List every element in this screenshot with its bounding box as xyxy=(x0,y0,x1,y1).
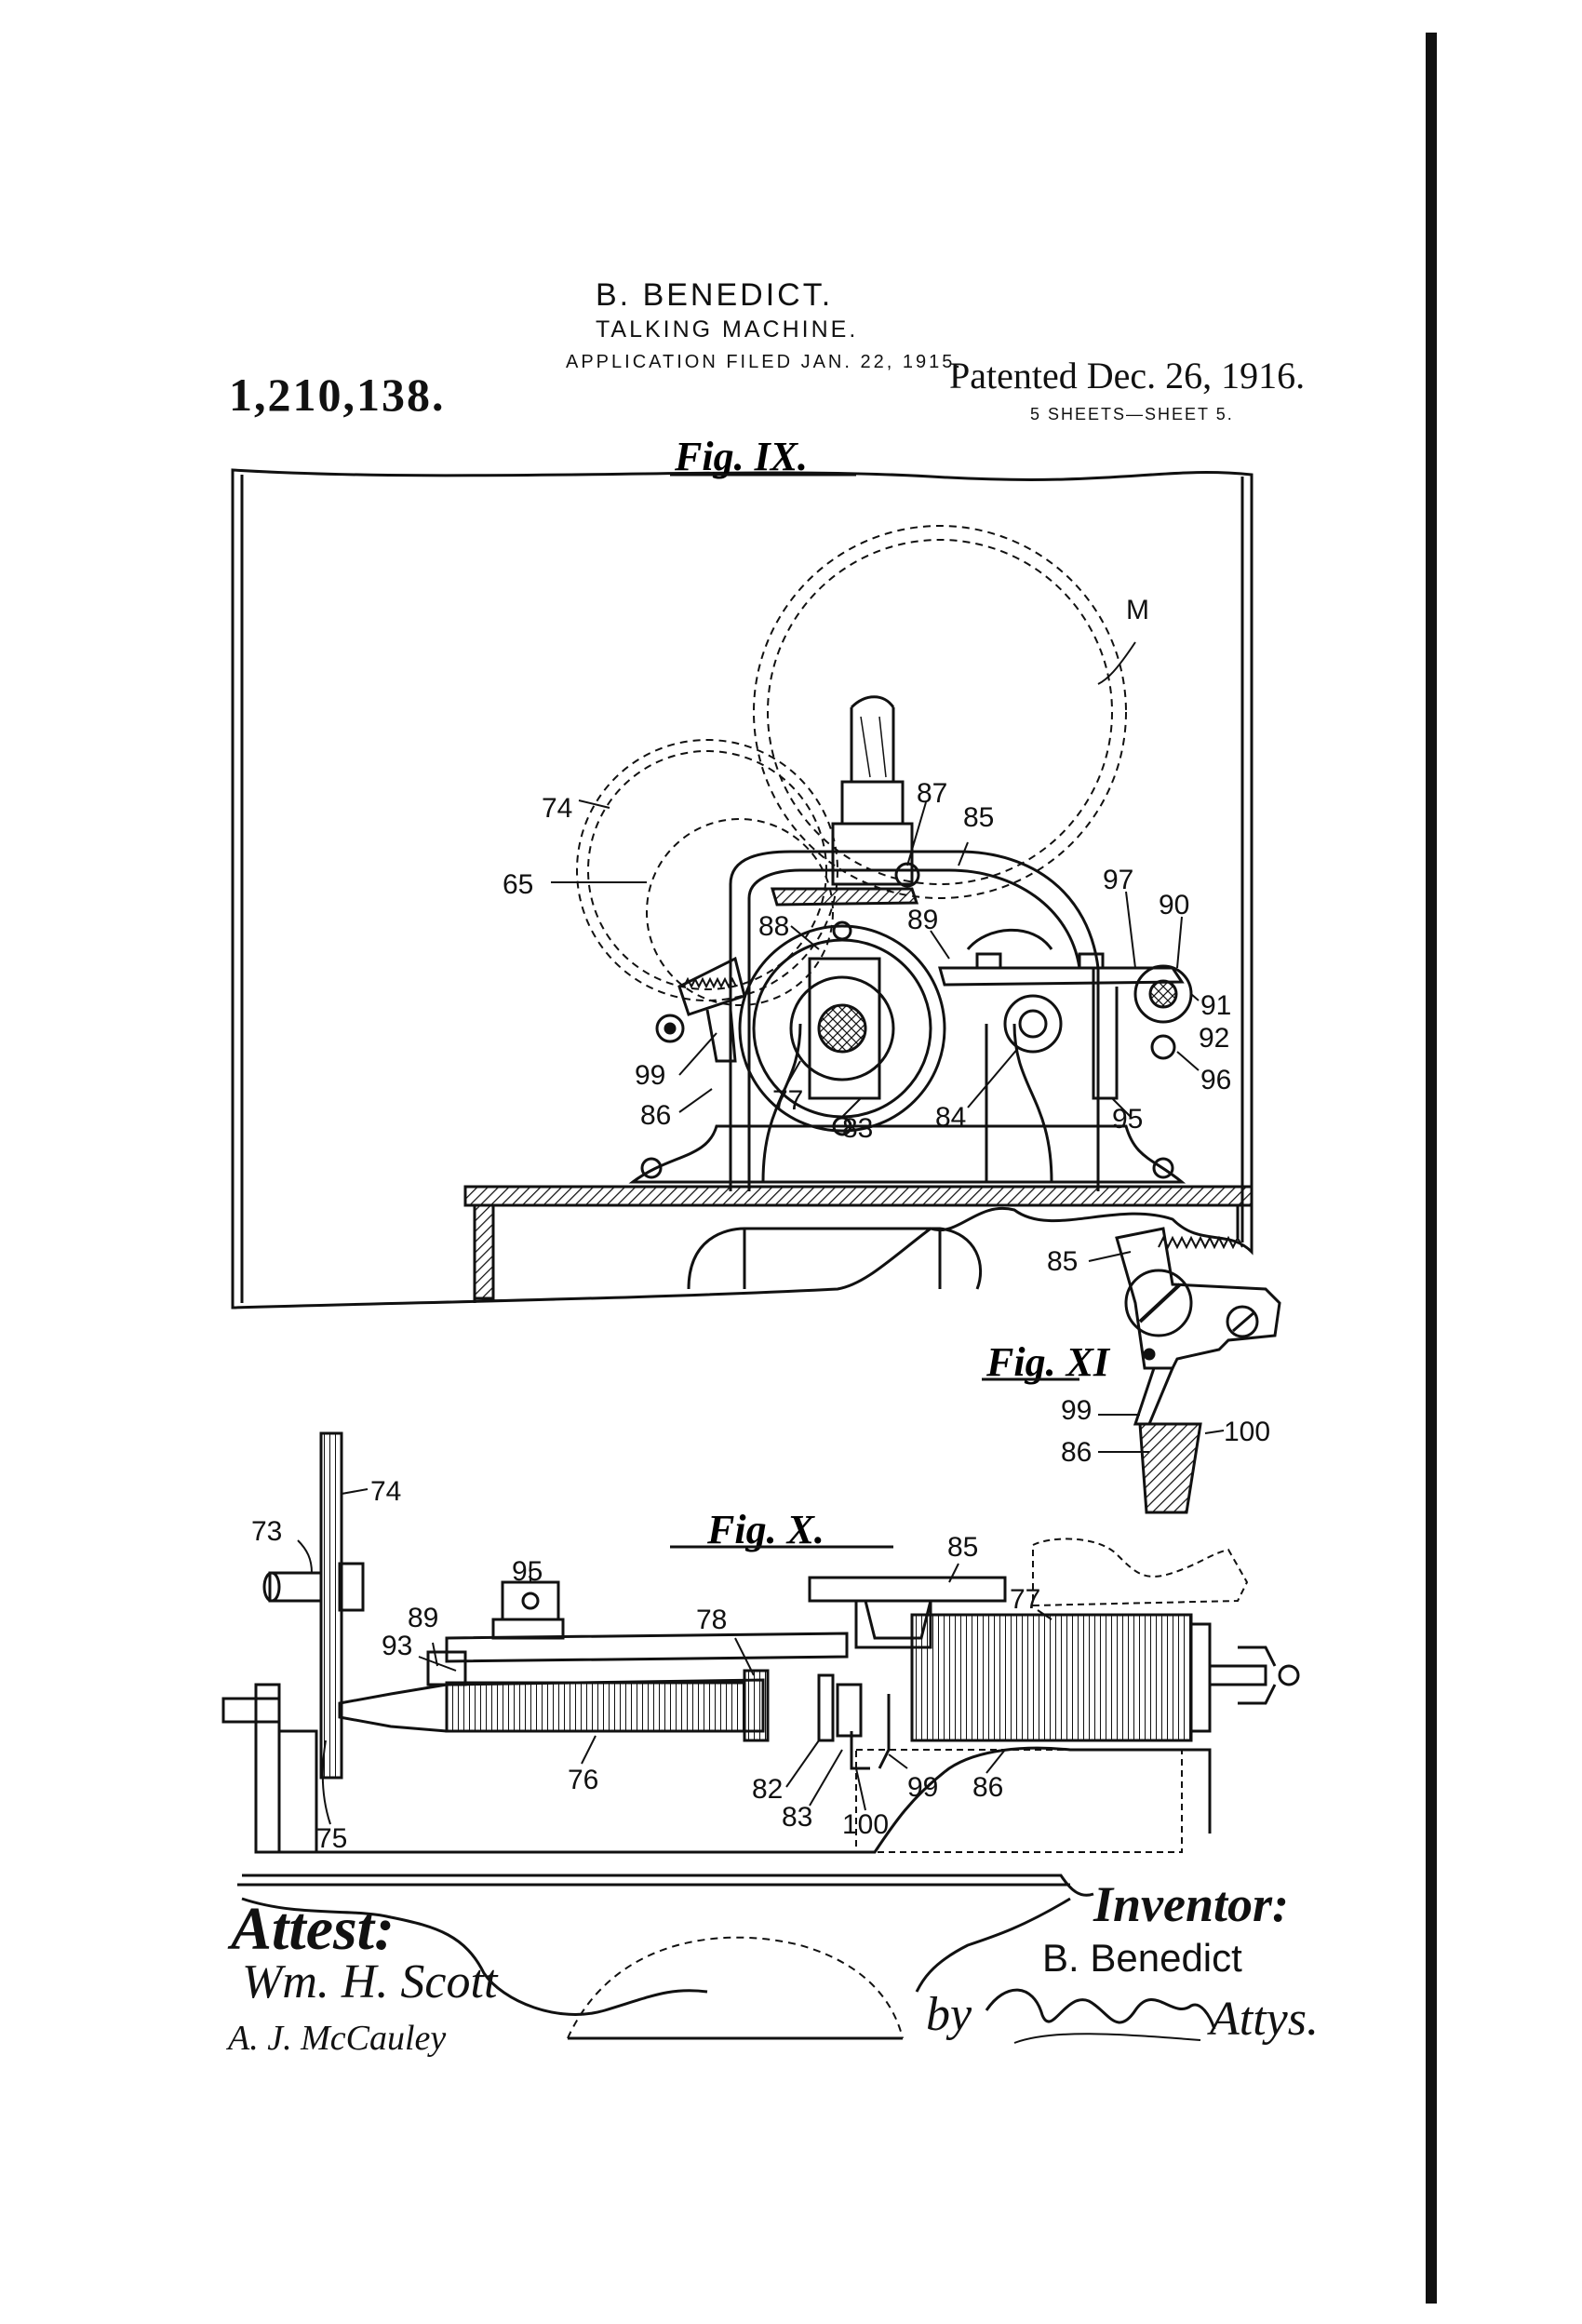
fig9-callout: 95 xyxy=(1112,1104,1143,1135)
fig10-callout: 86 xyxy=(972,1772,1003,1803)
fig9-shaft-84 xyxy=(1003,994,1063,1054)
fig9-bracket xyxy=(1092,968,1119,1100)
fig10-phantom-horn xyxy=(1032,1538,1249,1607)
fig10-callout: 85 xyxy=(947,1532,978,1563)
fig10-base-plate xyxy=(242,1874,1094,1897)
fig9-callout: 87 xyxy=(917,778,947,809)
fig10-worm-76 xyxy=(445,1681,746,1733)
fig11-label: Fig. XI xyxy=(985,1339,1111,1385)
fig11-callout: 86 xyxy=(1061,1437,1092,1468)
attorney-suffix: Attys. xyxy=(1210,1993,1319,2046)
fig9-bar-87 xyxy=(770,887,919,907)
invention-title: TALKING MACHINE. xyxy=(596,316,859,343)
fig10-left-stand xyxy=(254,1683,281,1854)
attest-label: Attest: xyxy=(231,1895,395,1963)
fig10-callout: 75 xyxy=(316,1823,347,1854)
fig9-callout: 92 xyxy=(1199,1023,1229,1054)
fig11-finger xyxy=(1133,1367,1174,1426)
fig9-callout: 96 xyxy=(1200,1065,1231,1095)
fig11-callout: 85 xyxy=(1047,1246,1078,1277)
fig9-callout: M xyxy=(1126,595,1149,625)
fig10-callout: 73 xyxy=(251,1516,282,1547)
fig10-callout: 78 xyxy=(696,1605,727,1635)
fig11-callouts: 85 99 100 86 xyxy=(1047,1246,1270,1468)
fig9-shaft xyxy=(850,707,895,782)
fig10-callout: 100 xyxy=(842,1809,889,1840)
fig10-callout: 77 xyxy=(1010,1584,1040,1615)
fig9-callout: 85 xyxy=(963,802,994,833)
fig9-callout: 86 xyxy=(640,1100,671,1131)
fig10-shaft-73 xyxy=(268,1571,323,1603)
fig9-base xyxy=(628,1124,1186,1184)
fig9-gear-65 xyxy=(646,818,834,1006)
fig11-drawing xyxy=(1088,1227,1281,1514)
sheet-count: 5 SHEETS—SHEET 5. xyxy=(1030,405,1234,423)
fig9-callout: 97 xyxy=(1103,865,1133,895)
fig10-cylinder-77 xyxy=(910,1613,1193,1742)
fig10-callout: 93 xyxy=(382,1631,412,1661)
fig9-callout: 77 xyxy=(772,1085,803,1116)
inventor-label: Inventor: xyxy=(1093,1876,1290,1932)
fig10-callout: 74 xyxy=(370,1476,401,1507)
fig9-callout: 65 xyxy=(503,869,533,900)
fig9-callout: 83 xyxy=(842,1113,873,1144)
fig9-callout: 90 xyxy=(1159,890,1189,920)
fig10-callout: 99 xyxy=(907,1772,938,1803)
page-edge-bar xyxy=(1426,33,1437,2304)
fig10-top-bar xyxy=(445,1632,849,1663)
fig10-callout: 95 xyxy=(512,1556,543,1587)
fig10-gear-74 xyxy=(319,1431,343,1780)
fig9-callouts: M 74 65 87 85 88 89 97 90 91 92 99 86 77… xyxy=(503,595,1231,1144)
inventor-signature: B. Benedict xyxy=(1042,1936,1242,1980)
fig9-callout: 99 xyxy=(635,1060,665,1091)
fig11-screw xyxy=(1124,1269,1193,1337)
fig9-callout: 84 xyxy=(935,1102,966,1133)
application-filed-date: APPLICATION FILED JAN. 22, 1915. xyxy=(566,352,963,372)
fig9-drawing xyxy=(231,468,1254,1310)
fig9-callout: 74 xyxy=(542,793,572,824)
inventor-name-header: B. BENEDICT. xyxy=(596,277,834,313)
fig10-callouts: 74 73 95 89 93 78 85 77 86 99 82 83 100 … xyxy=(251,1476,1040,1854)
fig10-bracket-85 xyxy=(808,1576,1007,1640)
fig9-gear-M xyxy=(753,525,1127,899)
fig11-arm xyxy=(1115,1227,1281,1370)
fig10-drawing xyxy=(221,1431,1300,2040)
witness-signature-1: Wm. H. Scott xyxy=(242,1955,498,2008)
fig10-callout: 76 xyxy=(568,1765,598,1795)
attorney-prefix: by xyxy=(926,1988,972,2041)
fig9-callout: 89 xyxy=(907,905,938,935)
fig10-callout: 83 xyxy=(782,1802,812,1833)
fig10-callout: 89 xyxy=(408,1603,438,1633)
patent-number: 1,210,138. xyxy=(229,369,446,421)
fig9-cabinet-frame xyxy=(231,468,1254,1310)
fig9-segment-gear xyxy=(677,956,746,1016)
fig9-cylinder-77 xyxy=(738,924,946,1133)
fig11-blade xyxy=(1138,1422,1202,1514)
fig9-callout: 88 xyxy=(758,911,789,942)
fig9-callout: 91 xyxy=(1200,990,1231,1021)
fig9-lever-arm xyxy=(938,966,1185,987)
fig9-label: Fig. IX. xyxy=(674,434,808,479)
witness-signature-2: A. J. McCauley xyxy=(228,2019,447,2058)
fig9-floor-angle xyxy=(463,1185,1254,1207)
fig11-callout: 99 xyxy=(1061,1395,1092,1426)
fig10-label: Fig. X. xyxy=(706,1507,825,1552)
attorney-signature-flourish xyxy=(985,1988,1216,2044)
patented-date: Patented Dec. 26, 1916. xyxy=(949,355,1306,396)
fig9-housing xyxy=(729,850,1100,1191)
fig10-callout: 82 xyxy=(752,1774,783,1805)
fig11-callout: 100 xyxy=(1224,1417,1270,1447)
